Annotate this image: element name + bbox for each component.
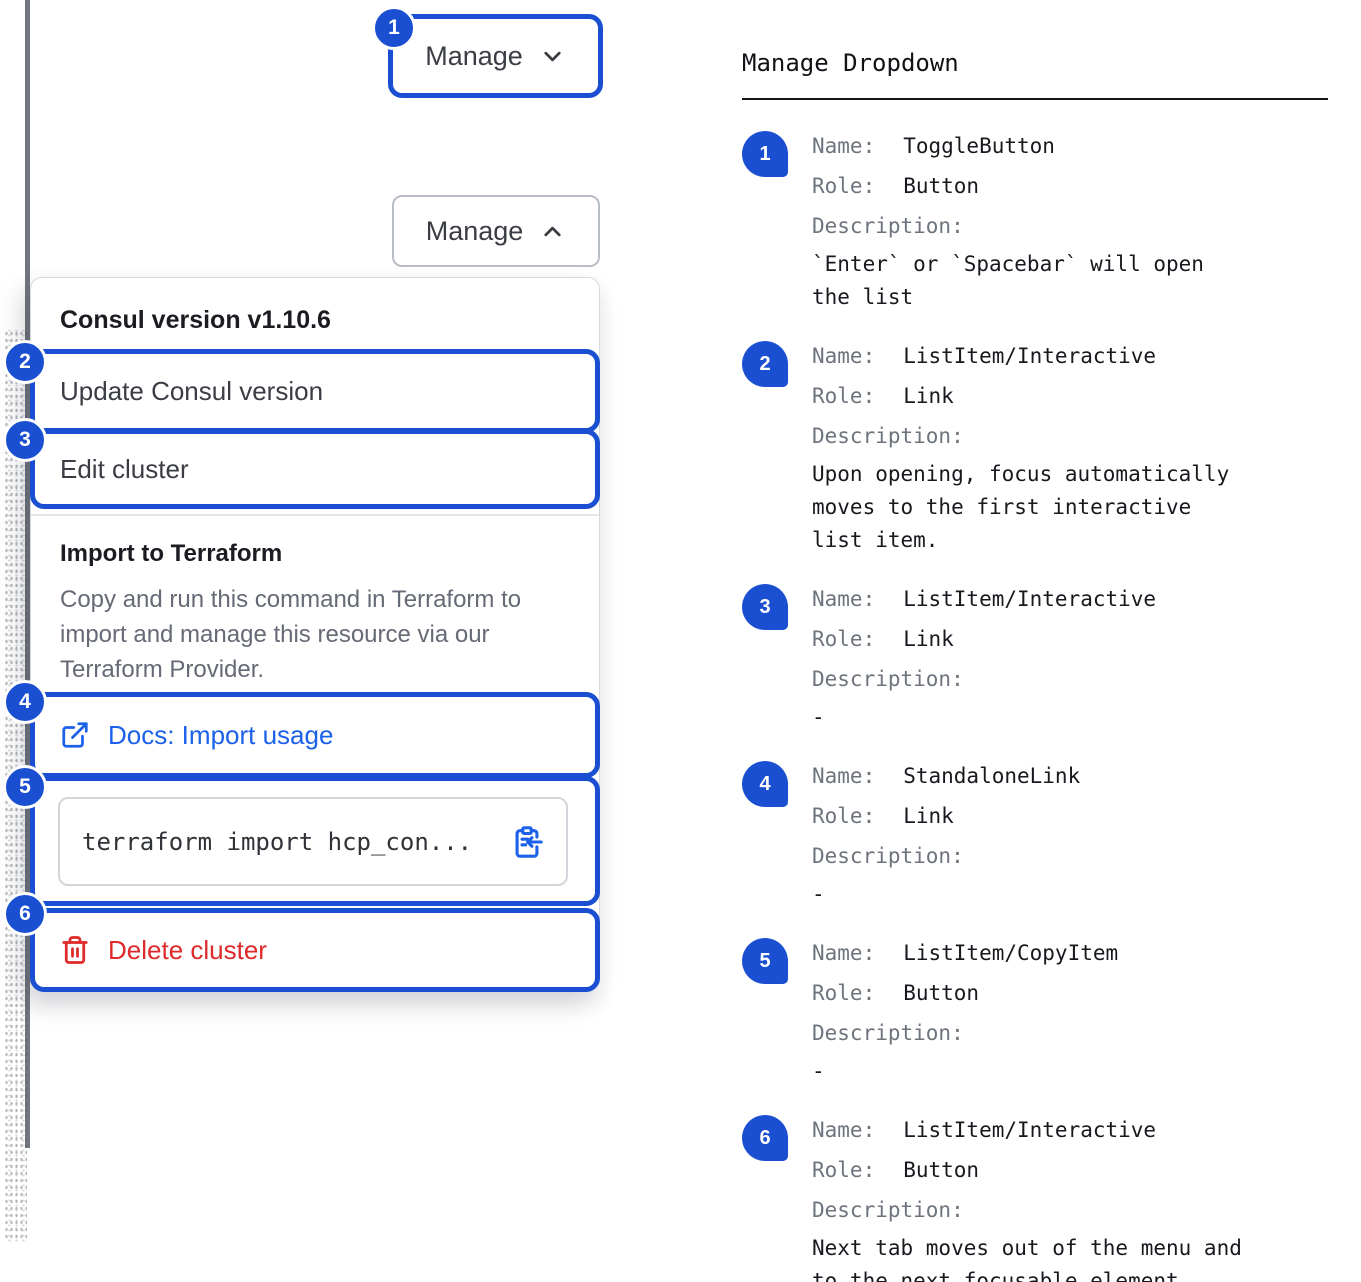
spec-badge-5: 5 xyxy=(742,938,788,984)
name-label: Name: xyxy=(812,1118,876,1142)
role-value: Button xyxy=(903,1158,980,1182)
annotation-marker-3: 3 xyxy=(3,418,47,462)
trash-icon xyxy=(62,936,88,964)
description-label: Description: xyxy=(812,1021,964,1045)
description-value: - xyxy=(812,1059,825,1083)
name-label: Name: xyxy=(812,134,876,158)
menu-item-edit-cluster[interactable]: Edit cluster xyxy=(35,434,595,504)
role-value: Link xyxy=(903,384,954,408)
name-label: Name: xyxy=(812,941,876,965)
annotation-marker-5: 5 xyxy=(3,765,47,809)
annotation-outline-3: Edit cluster xyxy=(30,429,600,509)
spec-item-4: 4 Name: StandaloneLink Role: Link Descript… xyxy=(742,756,1328,911)
manage-toggle-button-open[interactable]: Manage xyxy=(392,195,600,267)
name-value: ListItem/Interactive xyxy=(903,1118,1157,1142)
name-value: StandaloneLink xyxy=(903,764,1081,788)
name-label: Name: xyxy=(812,764,876,788)
description-value: - xyxy=(812,882,825,906)
spec-item-3: 3 Name: ListItem/Interactive Role: Link De… xyxy=(742,579,1328,734)
description-value: - xyxy=(812,705,825,729)
manage-button-label: Manage xyxy=(425,215,524,246)
manage-toggle-button-closed[interactable]: Manage xyxy=(388,14,603,98)
menu-item-label: Update Consul version xyxy=(60,375,324,406)
description-label: Description: xyxy=(812,844,964,868)
role-label: Role: xyxy=(812,384,876,408)
menu-item-update-consul-version[interactable]: Update Consul version xyxy=(35,354,595,428)
menu-item-label: Delete cluster xyxy=(108,934,267,965)
clipboard-copy-icon[interactable] xyxy=(510,825,544,859)
role-label: Role: xyxy=(812,174,876,198)
spec-item-1: 1 Name: ToggleButton Role: Button Descript… xyxy=(742,126,1328,314)
external-link-icon xyxy=(62,722,88,748)
annotation-marker-1: 1 xyxy=(372,6,416,50)
role-label: Role: xyxy=(812,804,876,828)
annotation-outline-5 xyxy=(30,776,600,906)
role-label: Role: xyxy=(812,1158,876,1182)
spec-panel-rule xyxy=(742,98,1328,100)
description-value: Next tab moves out of the menu and to th… xyxy=(812,1236,1242,1282)
page-edge-bar xyxy=(25,0,30,1148)
spec-item-6: 6 Name:ListItem/Interactive Role:Button … xyxy=(742,1110,1328,1282)
name-label: Name: xyxy=(812,344,876,368)
code-snippet-text: terraform import hcp_con... xyxy=(82,827,473,856)
name-value: ListItem/Interactive xyxy=(903,587,1157,611)
description-label: Description: xyxy=(812,1198,964,1222)
menu-divider xyxy=(31,514,599,516)
chevron-up-icon xyxy=(544,226,561,236)
spec-panel: Manage Dropdown 1 Name: ToggleButton Role… xyxy=(742,40,1328,1282)
annotation-outline-4: Docs: Import usage xyxy=(30,692,600,778)
role-value: Button xyxy=(903,174,980,198)
description-label: Description: xyxy=(812,424,964,448)
description-value: `Enter` or `Spacebar` will open the list xyxy=(812,252,1204,309)
role-value: Link xyxy=(903,627,954,651)
annotation-marker-2: 2 xyxy=(3,340,47,384)
spec-item-5: 5 Name: ListItem/CopyItem Role: Button Des… xyxy=(742,933,1328,1088)
import-section-description: Copy and run this command in Terraform t… xyxy=(60,586,522,683)
spec-badge-1: 1 xyxy=(742,131,788,177)
name-value: ToggleButton xyxy=(903,134,1055,158)
annotation-marker-6: 6 xyxy=(3,892,47,936)
spec-badge-3: 3 xyxy=(742,584,788,630)
description-label: Description: xyxy=(812,214,964,238)
spec-panel-title: Manage Dropdown xyxy=(742,49,959,77)
terraform-import-code-field: terraform import hcp_con... xyxy=(58,797,568,886)
role-label: Role: xyxy=(812,627,876,651)
spec-badge-2: 2 xyxy=(742,341,788,387)
annotation-outline-6: Delete cluster xyxy=(30,908,600,992)
description-label: Description: xyxy=(812,667,964,691)
role-value: Button xyxy=(903,981,980,1005)
menu-item-label: Edit cluster xyxy=(60,453,189,484)
name-value: ListItem/Interactive xyxy=(903,344,1157,368)
link-label: Docs: Import usage xyxy=(108,719,334,750)
annotation-marker-4: 4 xyxy=(3,680,47,724)
spec-badge-6: 6 xyxy=(742,1115,788,1161)
role-value: Link xyxy=(903,804,954,828)
docs-import-usage-link[interactable]: Docs: Import usage xyxy=(35,697,595,773)
name-label: Name: xyxy=(812,587,876,611)
import-section-heading: Import to Terraform xyxy=(60,540,283,567)
role-label: Role: xyxy=(812,981,876,1005)
spec-item-2: 2 Name: ListItem/Interactive Role: Link De… xyxy=(742,336,1328,557)
name-value: ListItem/CopyItem xyxy=(903,941,1119,965)
manage-button-label: Manage xyxy=(425,40,523,71)
chevron-down-icon xyxy=(544,51,561,61)
dropdown-title: Consul version v1.10.6 xyxy=(60,306,331,334)
menu-item-delete-cluster[interactable]: Delete cluster xyxy=(35,913,595,987)
description-value: Upon opening, focus automatically moves … xyxy=(812,462,1230,552)
spec-badge-4: 4 xyxy=(742,761,788,807)
annotation-outline-2: Update Consul version xyxy=(30,349,600,433)
